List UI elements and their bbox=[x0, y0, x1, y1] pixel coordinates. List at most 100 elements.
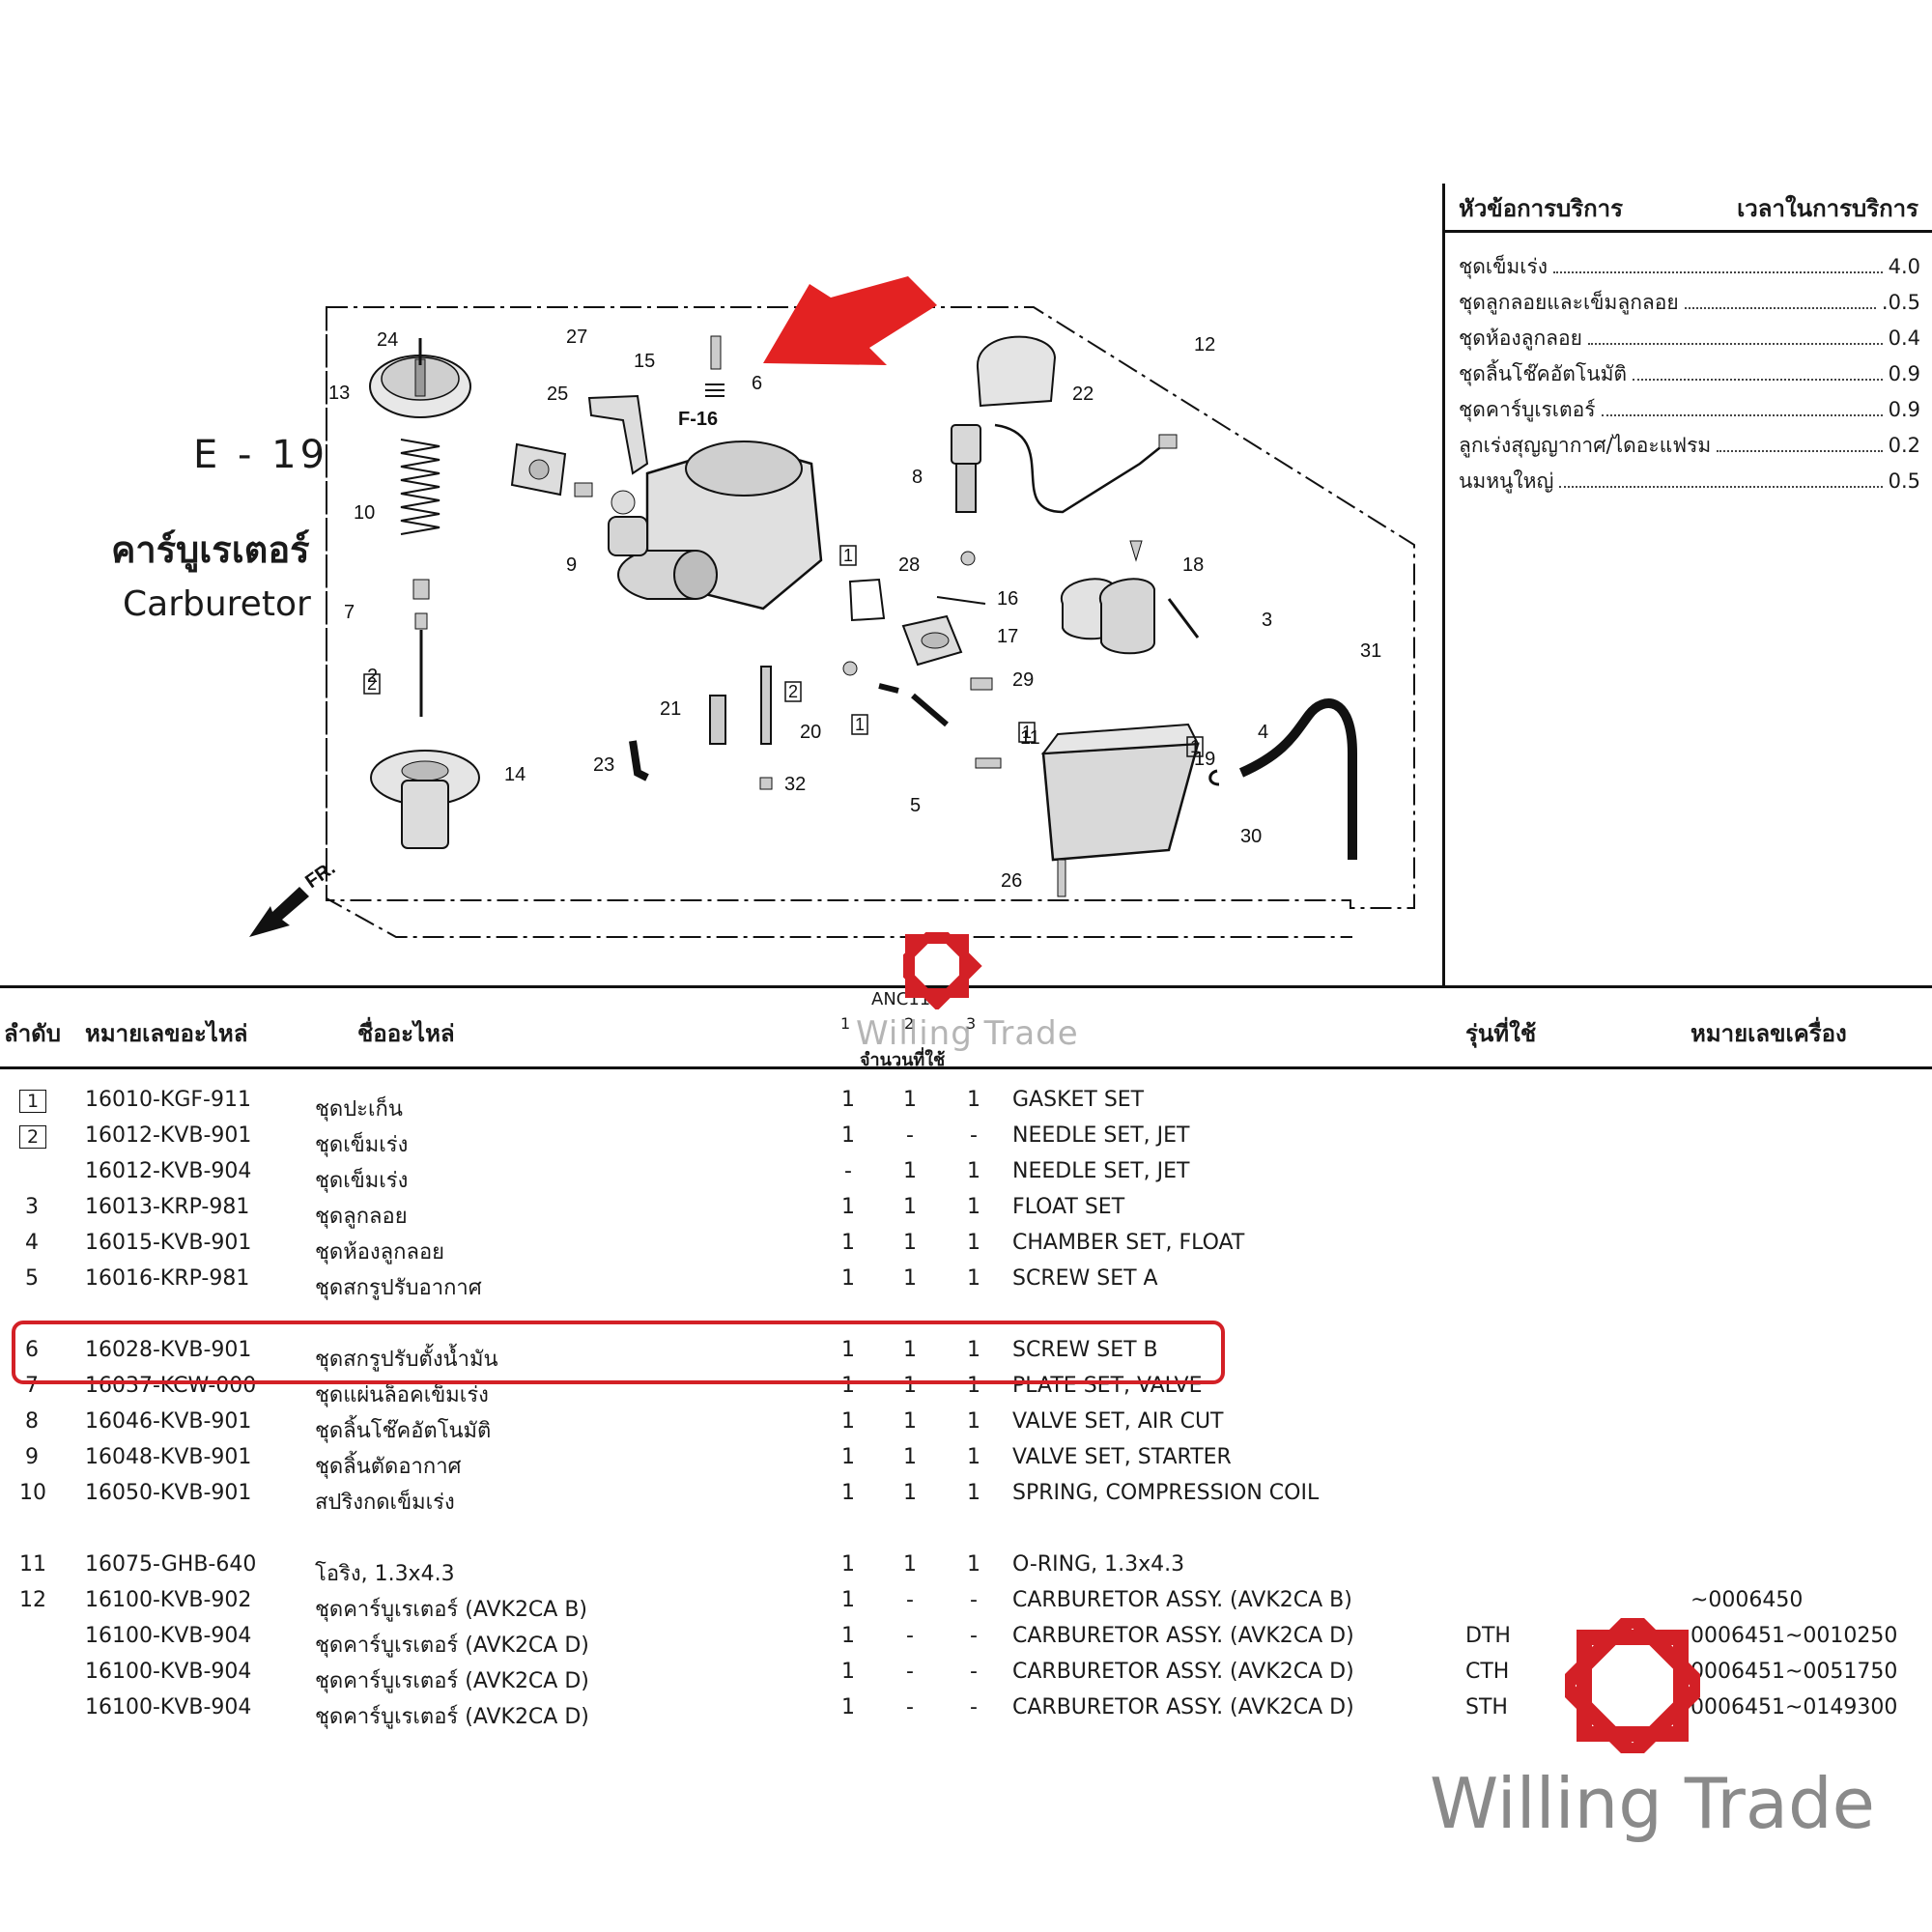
cell-ref: 2 bbox=[19, 1125, 46, 1149]
cell-qty-2: 1 bbox=[903, 1445, 917, 1469]
cell-qty-3: - bbox=[970, 1660, 978, 1684]
cell-qty-3: - bbox=[970, 1588, 978, 1612]
cell-qty-2: 1 bbox=[903, 1159, 917, 1183]
callout-17: 17 bbox=[997, 626, 1018, 647]
cell-part-name-en: CARBURETOR ASSY. (AVK2CA D) bbox=[1012, 1695, 1354, 1719]
callout-box bbox=[1018, 722, 1036, 743]
service-header-rule bbox=[1445, 230, 1932, 233]
callout-10: 10 bbox=[354, 502, 375, 524]
part-name-th-text: โอริง, 1.3x4.3 bbox=[315, 1562, 455, 1586]
callout-30: 30 bbox=[1240, 826, 1262, 847]
part-name-th-text: ชุดคาร์บูเรเตอร์ (AVK2CA D) bbox=[315, 1705, 589, 1729]
cell-qty-2: - bbox=[906, 1123, 914, 1148]
cell-ref: 9 bbox=[25, 1445, 39, 1469]
cell-part-number: 16046-KVB-901 bbox=[85, 1409, 252, 1434]
callout-8: 8 bbox=[912, 467, 923, 488]
cell-qty-1: 1 bbox=[841, 1695, 855, 1719]
service-item-time: 0.9 bbox=[1888, 398, 1920, 421]
part-4-float-chamber bbox=[1040, 723, 1200, 862]
callout-18: 18 bbox=[1182, 554, 1204, 576]
part-6-screw-set bbox=[705, 335, 724, 397]
dot-leader bbox=[1559, 486, 1883, 488]
service-item-label: ชุดห้องลูกลอย bbox=[1459, 327, 1582, 350]
part-20-main-jet bbox=[709, 666, 773, 790]
service-item-time: 4.0 bbox=[1888, 255, 1920, 278]
page-title-thai: คาร์บูเรเตอร์ bbox=[111, 528, 310, 571]
cell-part-number: 16010-KGF-911 bbox=[85, 1088, 251, 1112]
part-1-gasket bbox=[848, 578, 886, 622]
part-11-o-ring bbox=[975, 757, 1002, 769]
part-name-th-text: ชุดเข็มเร่ง bbox=[315, 1169, 409, 1193]
service-item-label: ลูกเร่งสุญญากาศ/ไดอะแฟรม bbox=[1459, 434, 1712, 457]
cell-qty-1: 1 bbox=[841, 1195, 855, 1219]
dot-leader bbox=[1633, 379, 1883, 381]
cell-part-number: 16013-KRP-981 bbox=[85, 1195, 250, 1219]
cell-qty-2: 1 bbox=[903, 1338, 917, 1362]
cell-part-number: 16016-KRP-981 bbox=[85, 1266, 250, 1291]
cell-qty-1: 1 bbox=[841, 1445, 855, 1469]
cell-part-name-en: FLOAT SET bbox=[1012, 1195, 1125, 1219]
col-header-ref: ลำดับ bbox=[4, 1020, 62, 1047]
cell-qty-1: 1 bbox=[841, 1374, 855, 1398]
part-name-th-text: ชุดลิ้นโช๊คอัตโนมัติ bbox=[315, 1419, 492, 1443]
table-header-rule bbox=[0, 1066, 1932, 1069]
callout-6: 6 bbox=[752, 373, 762, 394]
cell-qty-3: - bbox=[970, 1624, 978, 1648]
part-8-auto-choke bbox=[951, 423, 1178, 514]
callout-fr-: FR. bbox=[301, 858, 339, 894]
col-header-part-name: ชื่ออะไหล่ bbox=[357, 1020, 455, 1047]
cell-part-name-en: GASKET SET bbox=[1012, 1088, 1145, 1112]
callout-7: 7 bbox=[344, 602, 355, 623]
cell-serial: ~0006450 bbox=[1690, 1588, 1804, 1612]
cell-qty-3: - bbox=[970, 1123, 978, 1148]
col-header-serial: หมายเลขเครื่อง bbox=[1690, 1020, 1847, 1047]
callout-boxed-2: 2 bbox=[788, 682, 798, 701]
callout-9: 9 bbox=[566, 554, 577, 576]
callout-19: 19 bbox=[1194, 749, 1215, 770]
service-item: ลูกเร่งสุญญากาศ/ไดอะแฟรม 0.2 bbox=[1459, 430, 1920, 466]
page-code: E - 19 bbox=[193, 433, 329, 477]
cell-part-name-en: SPRING, COMPRESSION COIL bbox=[1012, 1481, 1320, 1505]
callout-box bbox=[1186, 736, 1204, 757]
callout-5: 5 bbox=[910, 795, 921, 816]
part-name-th-text: ชุดคาร์บูเรเตอร์ (AVK2CA D) bbox=[315, 1669, 589, 1693]
cell-qty-2: 1 bbox=[903, 1481, 917, 1505]
cell-ref: 6 bbox=[25, 1338, 39, 1362]
cell-qty-3: 1 bbox=[967, 1409, 980, 1434]
cell-qty-3: 1 bbox=[967, 1445, 980, 1469]
service-item: ชุดลูกลอยและเข็มลูกลอย.0.5 bbox=[1459, 287, 1920, 323]
service-item-label: นมหนูใหญ่ bbox=[1459, 469, 1554, 493]
cell-qty-2: 1 bbox=[903, 1195, 917, 1219]
callout-28: 28 bbox=[898, 554, 920, 576]
watermark-logo-large-icon bbox=[1565, 1618, 1700, 1753]
cell-ref: 12 bbox=[19, 1588, 46, 1612]
col-header-part-no: หมายเลขอะไหล่ bbox=[85, 1020, 248, 1047]
cell-part-number: 16012-KVB-904 bbox=[85, 1159, 252, 1183]
cell-model: CTH bbox=[1465, 1660, 1510, 1684]
part-name-th-text: ชุดสกรูปรับอากาศ bbox=[315, 1276, 482, 1300]
cell-part-name-en: CHAMBER SET, FLOAT bbox=[1012, 1231, 1245, 1255]
callout-boxed-1: 1 bbox=[855, 715, 865, 734]
cell-qty-1: 1 bbox=[841, 1123, 855, 1148]
callout-27: 27 bbox=[566, 327, 587, 348]
part-28-screw bbox=[960, 551, 976, 566]
callout-boxed-1: 1 bbox=[1190, 737, 1200, 756]
part-7-needle-plate bbox=[412, 579, 430, 630]
callout-14: 14 bbox=[504, 764, 526, 785]
cell-part-number: 16100-KVB-902 bbox=[85, 1588, 252, 1612]
callout-f-16: F-16 bbox=[678, 409, 718, 430]
service-item-label: ชุดเข็มเร่ง bbox=[1459, 255, 1548, 278]
part-name-th-text: สปริงกดเข็มเร่ง bbox=[315, 1491, 455, 1515]
col-header-type-3: 3 bbox=[966, 1014, 977, 1033]
part-name-th-text: ชุดแผ่นล็อคเข็มเร่ง bbox=[315, 1383, 489, 1407]
cell-qty-2: 1 bbox=[903, 1088, 917, 1112]
cell-ref: 11 bbox=[19, 1552, 46, 1577]
cell-qty-2: 1 bbox=[903, 1552, 917, 1577]
cell-qty-1: 1 bbox=[841, 1338, 855, 1362]
cell-part-number: 16028-KVB-901 bbox=[85, 1338, 252, 1362]
service-item-time: 0.2 bbox=[1888, 434, 1920, 457]
